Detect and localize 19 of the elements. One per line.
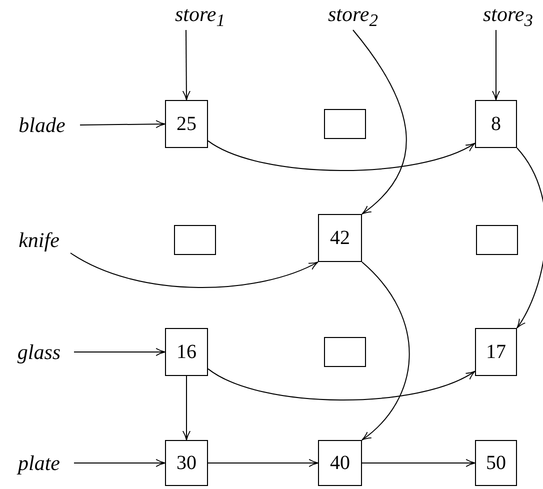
label-text: blade [4, 112, 80, 138]
label-text: knife [4, 227, 74, 253]
label-text: store$_{3}$ [468, 4, 543, 30]
label-text: store$_{1}$ [160, 4, 240, 30]
label-text: plate [4, 450, 74, 476]
value-box: 50 [475, 440, 517, 486]
value-box: 17 [475, 328, 517, 376]
value-box: 16 [165, 328, 208, 376]
value-box: 42 [318, 214, 362, 262]
empty-box [324, 337, 366, 367]
value-box: 40 [318, 440, 362, 486]
value-box: 30 [165, 440, 208, 486]
label-text: store$_{2}$ [313, 4, 393, 30]
value-box: 25 [165, 100, 208, 148]
empty-box [476, 225, 518, 255]
empty-box [174, 225, 216, 255]
label-text: glass [4, 339, 74, 365]
empty-box [324, 109, 366, 139]
value-box: 8 [475, 100, 517, 148]
